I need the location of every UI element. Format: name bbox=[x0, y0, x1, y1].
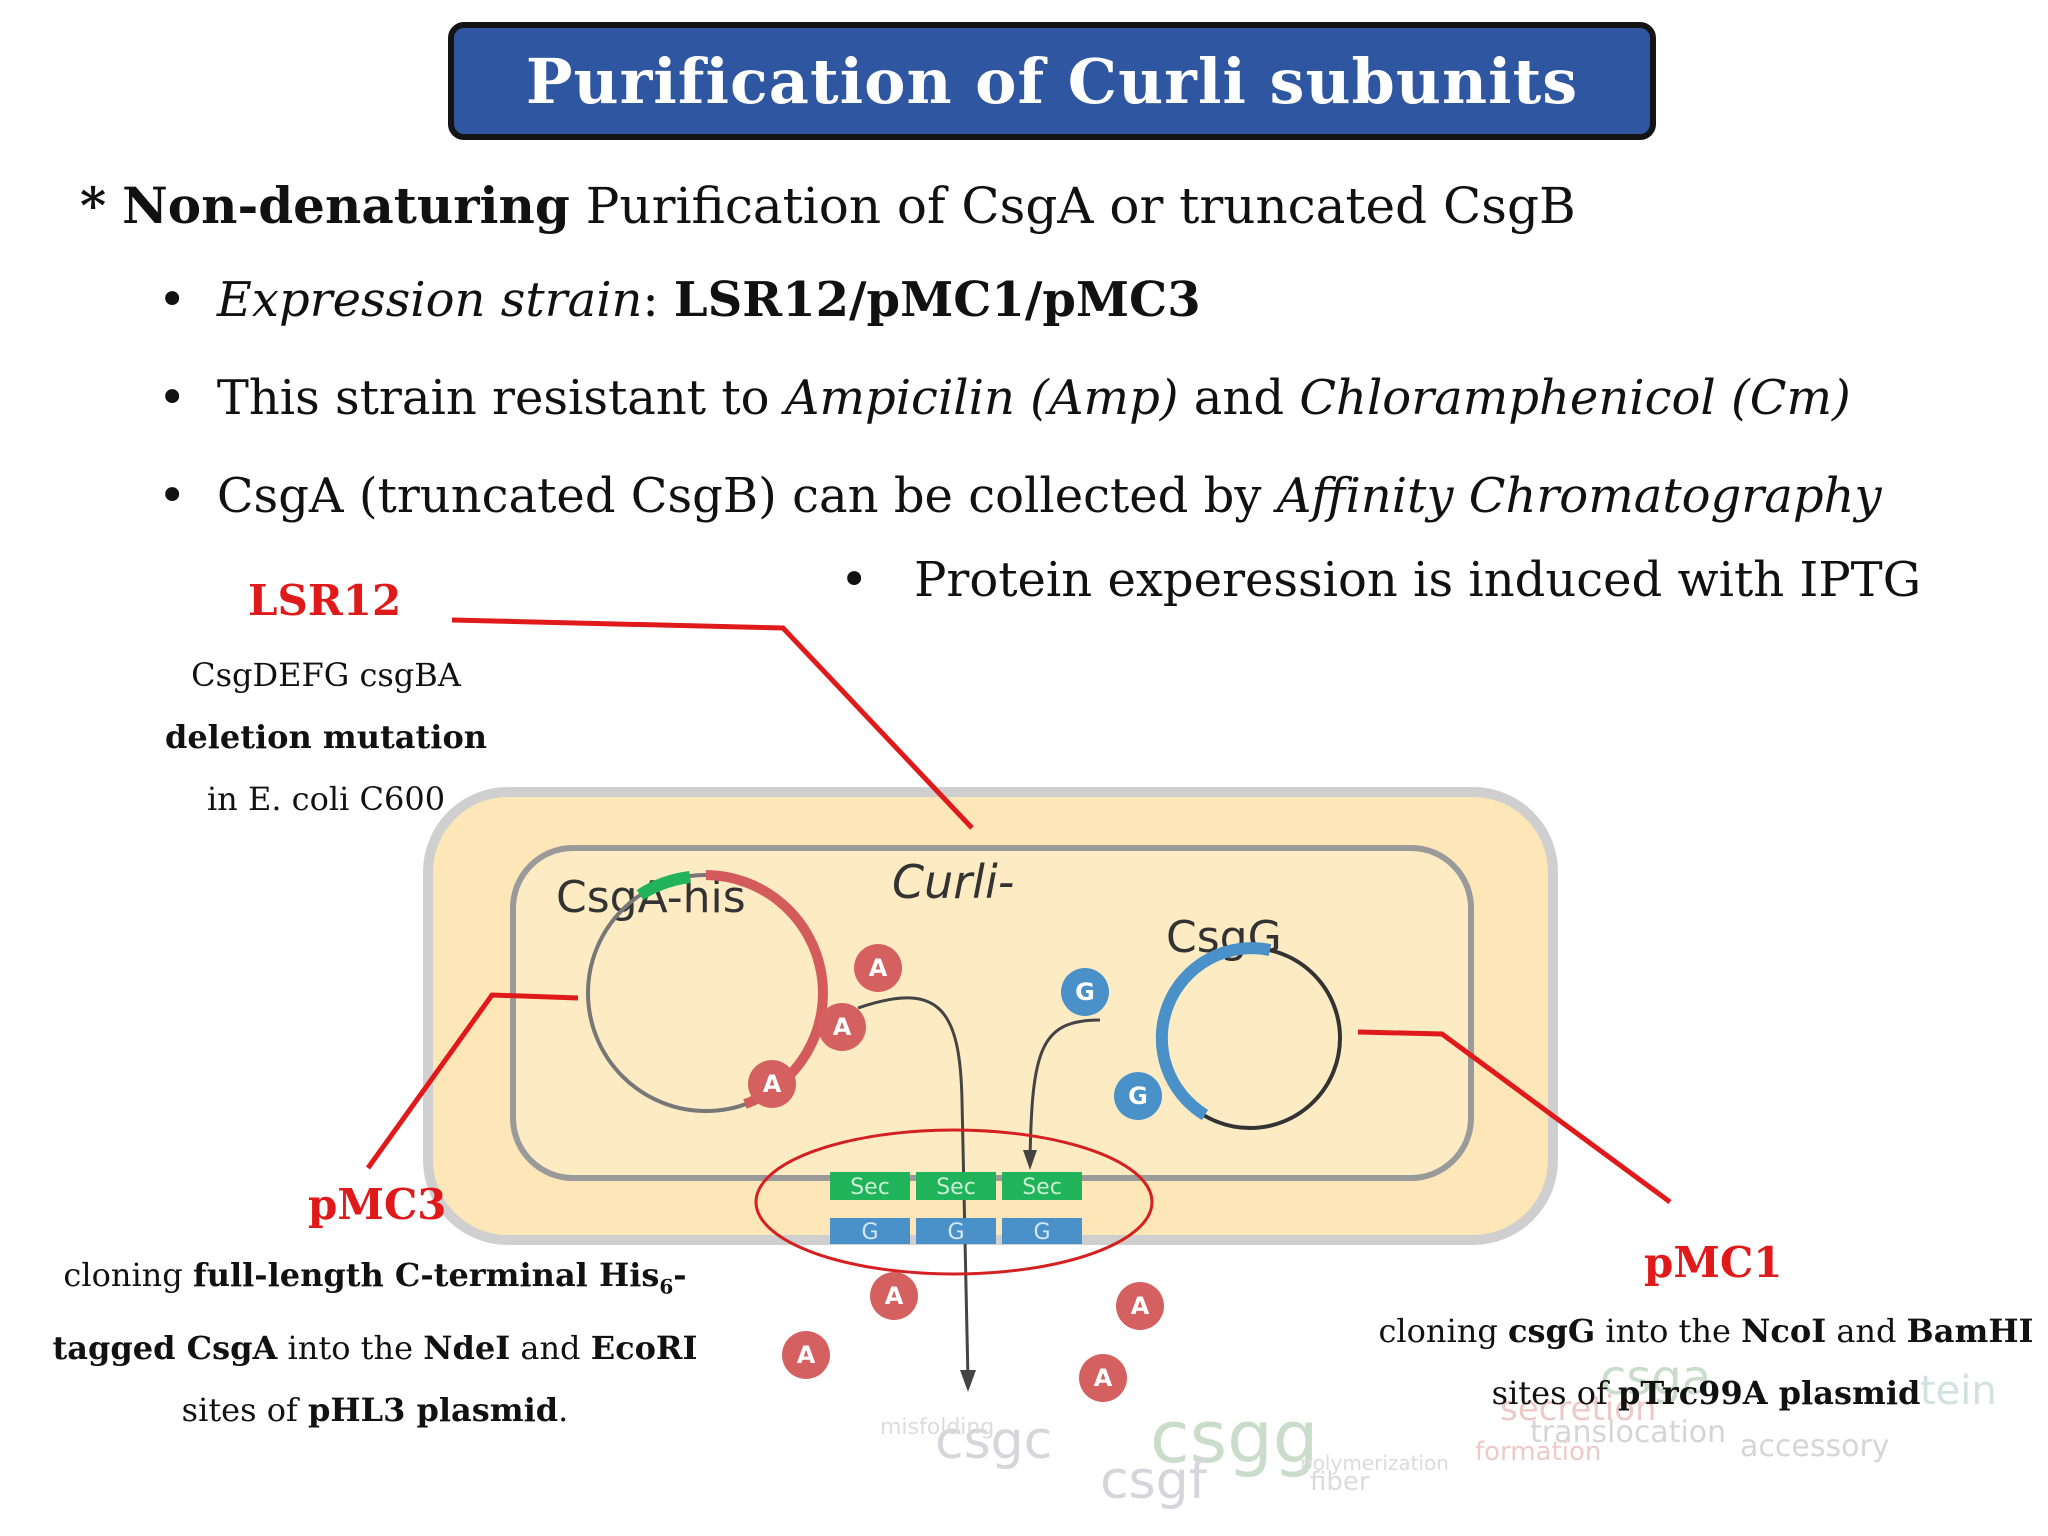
bullet-2-italic1: Ampicilin (Amp) bbox=[784, 370, 1179, 426]
lsr12-line3: in E. coli C600 bbox=[206, 780, 446, 818]
csga-protein bbox=[1079, 1354, 1127, 1402]
bullet-glyph: • bbox=[158, 370, 187, 426]
wc-polymerization: polymerization bbox=[1300, 1451, 1449, 1475]
lsr12-line2: deletion mutation bbox=[164, 718, 488, 756]
wc-csgf: csgf bbox=[1100, 1451, 1209, 1511]
bullet-1-italic: Expression strain bbox=[216, 272, 643, 328]
csgg-protein bbox=[1061, 968, 1109, 1016]
wc-csgg: csgg bbox=[1150, 1395, 1319, 1479]
bullet-3-italic: Affinity Chromatography bbox=[1276, 468, 1882, 524]
pmc1-line2: sites of pTrc99A plasmid bbox=[1491, 1374, 1921, 1412]
csga-letter: A bbox=[1094, 1364, 1113, 1392]
secretion-arrow-csgg bbox=[1028, 1018, 1101, 1161]
csga-protein bbox=[854, 944, 902, 992]
title-banner: Purification of Curli subunits bbox=[448, 22, 1656, 140]
bullet-resistance: • This strain resistant to Ampicilin (Am… bbox=[158, 370, 1851, 426]
pmc1-line1: cloning csgG into the NcoI and BamHI bbox=[1378, 1312, 2034, 1350]
bullet-glyph: • bbox=[840, 552, 869, 608]
bullet-2-mid: and bbox=[1178, 370, 1300, 426]
csga-protein bbox=[818, 1003, 866, 1051]
csgg-protein bbox=[1114, 1072, 1162, 1120]
bullet-affinity: • CsgA (truncated CsgB) can be collected… bbox=[158, 468, 1882, 524]
bullet-iptg: • Protein experession is induced with IP… bbox=[840, 552, 1921, 608]
bullet-2-pre: This strain resistant to bbox=[216, 370, 785, 426]
arrowhead bbox=[960, 1370, 976, 1392]
csga-protein bbox=[748, 1060, 796, 1108]
lsr12-line1: CsgDEFG csgBA bbox=[191, 656, 461, 694]
slide-title: Purification of Curli subunits bbox=[525, 44, 1579, 118]
wc-csgc: csgc bbox=[935, 1411, 1052, 1471]
csgg-letter: G bbox=[1128, 1082, 1148, 1110]
csga-letter: A bbox=[885, 1282, 904, 1310]
intro-marker: * bbox=[80, 176, 107, 235]
intro-line: * Non-denaturing Purification of CsgA or… bbox=[80, 176, 1576, 235]
pmc3-line1: cloning full-length C-terminal His6- bbox=[63, 1256, 687, 1299]
channel-highlight bbox=[754, 1128, 1154, 1276]
sec-channel bbox=[1002, 1172, 1082, 1200]
wc-fiber: fiber bbox=[1310, 1467, 1370, 1497]
bullet-glyph: • bbox=[158, 272, 187, 328]
pmc1-callout-line bbox=[1357, 1029, 1672, 1205]
csgg-channel-label: G bbox=[947, 1220, 964, 1245]
arrowhead bbox=[1023, 1150, 1037, 1170]
csga-letter: A bbox=[833, 1013, 852, 1041]
lsr12-caption: CsgDEFG csgBA deletion mutation in E. co… bbox=[146, 644, 506, 830]
sec-label: Sec bbox=[1022, 1175, 1062, 1200]
wc-misfolding: misfolding bbox=[880, 1415, 994, 1440]
bullet-2-italic2: Chloramphenicol (Cm) bbox=[1299, 370, 1851, 426]
lsr12-callout-line bbox=[451, 617, 974, 830]
wc-formation: formation bbox=[1475, 1437, 1601, 1467]
intro-rest: Purification of CsgA or truncated CsgB bbox=[569, 177, 1576, 235]
csgg-channel bbox=[830, 1218, 910, 1244]
csga-letter: A bbox=[763, 1070, 782, 1098]
wc-csga: csga bbox=[1600, 1350, 1711, 1406]
intro-bold: Non-denaturing bbox=[122, 176, 570, 235]
wc-accessory: accessory bbox=[1740, 1429, 1890, 1464]
wc-translocation: translocation bbox=[1530, 1415, 1726, 1450]
sec-channel bbox=[916, 1172, 996, 1200]
his-tag-segment bbox=[636, 871, 691, 901]
bullet-glyph: • bbox=[158, 468, 187, 524]
csgg-channel bbox=[916, 1218, 996, 1244]
pmc3-line3: sites of pHL3 plasmid. bbox=[181, 1391, 569, 1430]
csga-letter: A bbox=[1131, 1292, 1150, 1320]
bullet-expression-strain: • Expression strain: LSR12/pMC1/pMC3 bbox=[158, 272, 1201, 328]
bullet-3-pre: CsgA (truncated CsgB) can be collected b… bbox=[216, 468, 1277, 524]
pmc1-label: pMC1 bbox=[1644, 1238, 1783, 1287]
pmc3-label: pMC3 bbox=[308, 1180, 447, 1229]
bullet-4-text: Protein experession is induced with IPTG bbox=[914, 552, 1922, 608]
sec-label: Sec bbox=[850, 1175, 890, 1200]
csga-his-label: CsgA-his bbox=[556, 872, 746, 923]
word-cloud: csgc csgg csgf translocation secretion a… bbox=[880, 1350, 1997, 1511]
wc-secretion: secretion bbox=[1500, 1389, 1657, 1429]
lsr12-label: LSR12 bbox=[248, 576, 402, 625]
csga-protein bbox=[870, 1272, 918, 1320]
sec-channel bbox=[830, 1172, 910, 1200]
csga-protein bbox=[782, 1331, 830, 1379]
csgg-channel-label: G bbox=[861, 1220, 878, 1245]
csga-letter: A bbox=[797, 1341, 816, 1369]
bullet-1-sep: : bbox=[642, 272, 674, 328]
sec-label: Sec bbox=[936, 1175, 976, 1200]
plasmid-pmc1-insert bbox=[1155, 942, 1272, 1121]
pmc3-caption: cloning full-length C-terminal His6- tag… bbox=[50, 1244, 700, 1441]
csgg-channel bbox=[1002, 1218, 1082, 1244]
wc-tein: tein bbox=[1920, 1368, 1997, 1414]
pmc1-caption: cloning csgG into the NcoI and BamHI sit… bbox=[1370, 1300, 2042, 1424]
pmc3-line2: tagged CsgA into the NdeI and EcoRI bbox=[52, 1329, 698, 1368]
csgg-letter: G bbox=[1075, 978, 1095, 1006]
csga-letter: A bbox=[869, 954, 888, 982]
curli-label: Curli- bbox=[892, 855, 1014, 909]
secretion-arrow-csga bbox=[857, 996, 970, 1381]
bullet-1-bold: LSR12/pMC1/pMC3 bbox=[673, 272, 1201, 328]
csga-protein bbox=[1116, 1282, 1164, 1330]
pmc3-callout-line bbox=[365, 992, 579, 1170]
csgg-channel-label: G bbox=[1033, 1220, 1050, 1245]
